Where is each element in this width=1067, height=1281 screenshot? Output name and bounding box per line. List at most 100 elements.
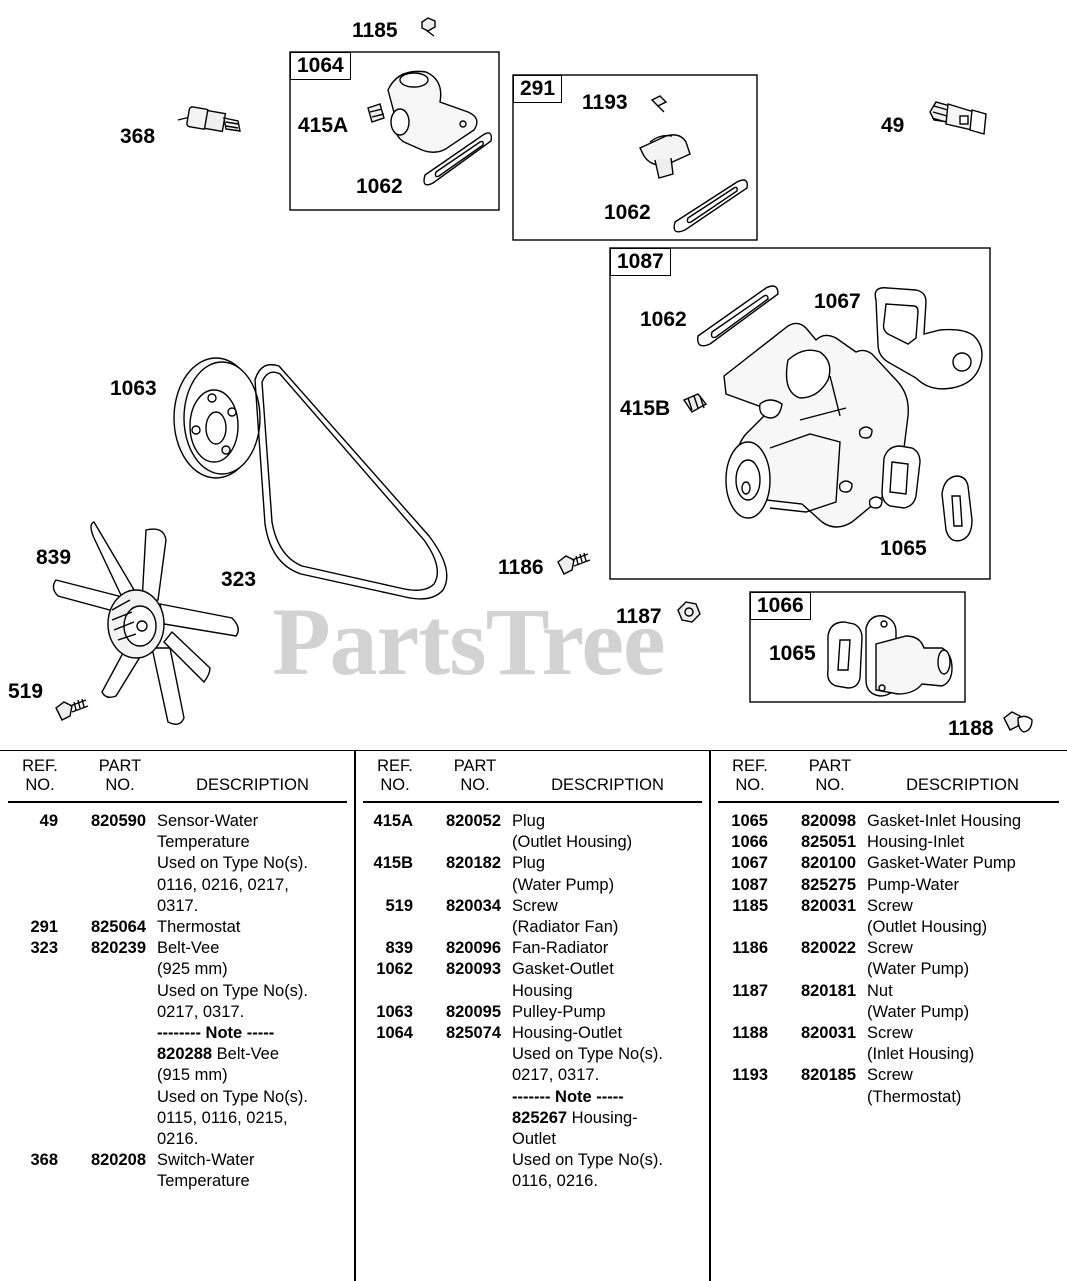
part-291-thermostat bbox=[639, 95, 748, 233]
header-description: DESCRIPTION bbox=[196, 776, 309, 794]
description: Nut(Water Pump) bbox=[867, 981, 970, 1021]
description: Pulley-Pump bbox=[512, 1002, 606, 1021]
part-839-fan bbox=[52, 521, 239, 725]
callout-1062-b: 1062 bbox=[604, 201, 651, 224]
part-49-sensor bbox=[929, 101, 987, 135]
description: Plug(Outlet Housing) bbox=[512, 812, 633, 852]
part-no: 820093 bbox=[445, 960, 501, 979]
callout-415b: 415B bbox=[620, 397, 671, 420]
group-box-291 bbox=[512, 74, 758, 241]
description: Screw(Thermostat) bbox=[867, 1066, 962, 1106]
ref-no: 323 bbox=[30, 939, 58, 958]
ref-no: 49 bbox=[39, 812, 58, 830]
part-no: 820096 bbox=[445, 939, 501, 958]
ref-no: 291 bbox=[30, 918, 58, 936]
ref-no: 1066 bbox=[731, 833, 768, 852]
part-368-switch bbox=[177, 106, 241, 133]
part-519-screw bbox=[55, 698, 89, 721]
part-1186-screw bbox=[557, 552, 591, 575]
watermark: PartsTree bbox=[272, 588, 666, 695]
callout-1087: 1087 bbox=[610, 248, 671, 276]
description: Pump-Water bbox=[867, 875, 959, 894]
part-1185-screw bbox=[421, 17, 436, 37]
header-ref-no: REF.NO. bbox=[732, 757, 768, 794]
part-no: 820031 bbox=[800, 896, 856, 915]
ref-no: 1188 bbox=[732, 1024, 768, 1042]
part-no: 825074 bbox=[445, 1024, 501, 1042]
part-no: 820022 bbox=[800, 939, 856, 958]
callout-1066: 1066 bbox=[750, 592, 811, 620]
column-divider bbox=[709, 751, 711, 1281]
callout-1065-b: 1065 bbox=[769, 642, 816, 665]
note-separator: ------- Note ----- bbox=[512, 1087, 624, 1106]
callout-415a: 415A bbox=[298, 114, 349, 137]
part-no: 820095 bbox=[445, 1002, 501, 1021]
callout-1193: 1193 bbox=[582, 91, 628, 114]
callout-323: 323 bbox=[221, 568, 257, 591]
ref-no: 1187 bbox=[732, 981, 768, 1000]
callout-1186: 1186 bbox=[498, 556, 544, 579]
callout-1064: 1064 bbox=[290, 52, 351, 80]
part-no: 820181 bbox=[800, 981, 856, 1000]
part-1187-nut bbox=[677, 601, 701, 623]
ref-no: 1064 bbox=[376, 1024, 413, 1042]
part-no: 820185 bbox=[800, 1066, 856, 1085]
part-no: 820098 bbox=[800, 812, 856, 830]
note-separator: -------- Note ----- bbox=[157, 1024, 275, 1042]
header-description: DESCRIPTION bbox=[551, 776, 664, 794]
part-no: 820590 bbox=[90, 812, 146, 830]
description: Plug(Water Pump) bbox=[512, 854, 615, 894]
part-1066-housing bbox=[826, 615, 953, 697]
part-1188-screw bbox=[1003, 711, 1033, 733]
description: Gasket-Inlet Housing bbox=[867, 812, 1022, 830]
callout-519: 519 bbox=[8, 680, 44, 703]
callout-1062-c: 1062 bbox=[640, 308, 687, 331]
header-underline bbox=[8, 801, 347, 803]
description: Screw(Radiator Fan) bbox=[512, 896, 619, 936]
description: Thermostat bbox=[157, 918, 241, 936]
description: Housing-Inlet bbox=[867, 833, 965, 852]
callout-839: 839 bbox=[36, 546, 72, 569]
callout-1067: 1067 bbox=[814, 290, 861, 313]
callout-49: 49 bbox=[881, 114, 905, 137]
header-underline bbox=[718, 801, 1059, 803]
part-no: 820182 bbox=[445, 854, 501, 873]
ref-no: 1087 bbox=[731, 875, 768, 894]
part-no: 820052 bbox=[445, 812, 501, 830]
ref-no: 1063 bbox=[376, 1002, 413, 1021]
ref-no: 415B bbox=[373, 854, 413, 873]
ref-no: 415A bbox=[373, 812, 413, 830]
parts-diagram: PartsTree 1185 1064 415A 1062 368 291 11… bbox=[8, 17, 1033, 739]
ref-no: 1185 bbox=[732, 896, 768, 915]
ref-no: 368 bbox=[30, 1151, 58, 1170]
part-323-belt bbox=[254, 363, 448, 600]
ref-no: 839 bbox=[385, 939, 413, 958]
group-box-1066 bbox=[749, 591, 966, 703]
part-no: 820034 bbox=[445, 896, 501, 915]
callout-1185: 1185 bbox=[352, 19, 398, 42]
part-no: 820208 bbox=[90, 1151, 146, 1170]
callout-291: 291 bbox=[513, 75, 563, 103]
callout-1065-a: 1065 bbox=[880, 537, 927, 560]
part-no: 825275 bbox=[800, 875, 856, 894]
part-no: 825064 bbox=[90, 918, 146, 936]
header-ref-no: REF.NO. bbox=[22, 757, 58, 794]
column-divider bbox=[354, 751, 356, 1281]
part-1063-pulley bbox=[173, 357, 261, 479]
part-no: 825051 bbox=[800, 833, 856, 852]
callout-1187: 1187 bbox=[616, 605, 662, 628]
part-no: 820031 bbox=[800, 1024, 856, 1042]
part-1087-water-pump bbox=[682, 285, 983, 542]
header-underline bbox=[363, 801, 702, 803]
